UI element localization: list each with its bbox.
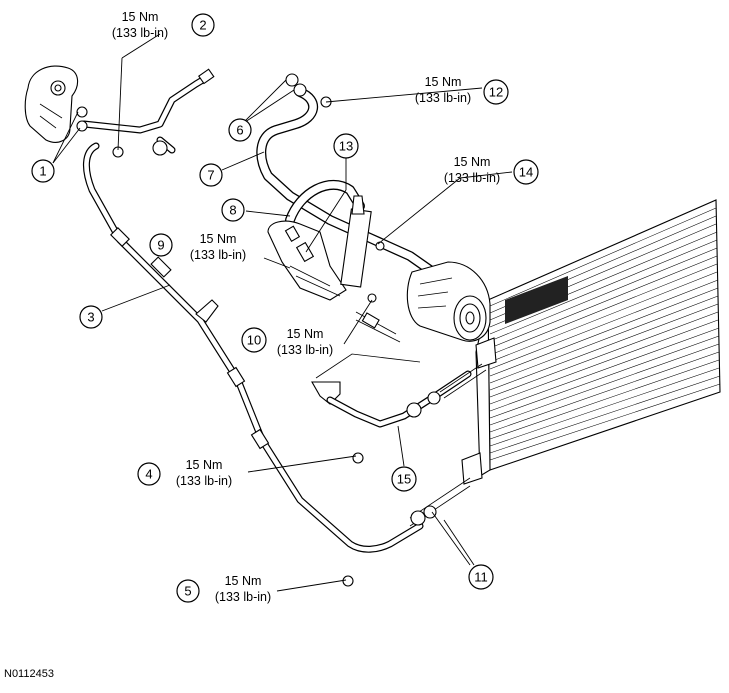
callout-11: 11	[468, 564, 494, 590]
svg-text:9: 9	[157, 238, 164, 253]
svg-text:3: 3	[87, 310, 94, 325]
callout-9: 9	[149, 233, 173, 257]
suction-hose-7	[256, 73, 435, 275]
svg-text:13: 13	[339, 139, 353, 154]
svg-text:11: 11	[474, 570, 488, 585]
torque-9-imperial: (133 lb-in)	[190, 248, 246, 262]
torque-5-imperial: (133 lb-in)	[215, 590, 271, 604]
callout-13: 13	[333, 133, 359, 159]
callout-8: 8	[221, 198, 245, 222]
callout-2: 2	[191, 13, 215, 37]
torque-spec-5: 15 Nm (133 lb-in)	[215, 574, 271, 604]
svg-text:1: 1	[39, 164, 46, 179]
svg-text:2: 2	[199, 18, 206, 33]
svg-text:7: 7	[207, 168, 214, 183]
torque-spec-14: 15 Nm (133 lb-in)	[444, 155, 500, 185]
callout-10: 10	[241, 327, 267, 353]
manifold-assembly	[267, 195, 401, 343]
bulkhead-bracket	[24, 65, 79, 143]
callout-6: 6	[228, 118, 252, 142]
condenser-fins	[489, 207, 721, 461]
svg-text:12: 12	[489, 85, 503, 100]
figure-code: N0112453	[4, 668, 54, 680]
torque-9-metric: 15 Nm	[200, 232, 237, 246]
refrigerant-tube-3	[83, 142, 424, 553]
svg-text:14: 14	[519, 165, 533, 180]
discharge-line-15	[311, 353, 487, 587]
svg-text:6: 6	[236, 123, 243, 138]
callout-1: 1	[31, 159, 55, 183]
svg-text:5: 5	[184, 584, 191, 599]
callout-12: 12	[483, 79, 509, 105]
torque-14-metric: 15 Nm	[454, 155, 491, 169]
torque-4-metric: 15 Nm	[186, 458, 223, 472]
callout-7: 7	[199, 163, 223, 187]
torque-4-imperial: (133 lb-in)	[176, 474, 232, 488]
callout-14: 14	[513, 159, 539, 185]
torque-2-imperial: (133 lb-in)	[112, 26, 168, 40]
torque-spec-2: 15 Nm (133 lb-in)	[112, 10, 168, 40]
torque-10-metric: 15 Nm	[287, 327, 324, 341]
torque-14-imperial: (133 lb-in)	[444, 171, 500, 185]
torque-spec-12: 15 Nm (133 lb-in)	[415, 75, 471, 105]
condenser	[461, 199, 721, 485]
leader-lines	[52, 33, 513, 592]
suction-line-upper	[76, 68, 215, 158]
condenser-label-patch	[505, 276, 568, 324]
callout-4: 4	[137, 462, 161, 486]
svg-text:15: 15	[397, 472, 411, 487]
svg-text:4: 4	[145, 467, 152, 482]
compressor	[406, 261, 491, 342]
torque-10-imperial: (133 lb-in)	[277, 343, 333, 357]
callout-15: 15	[391, 466, 417, 492]
torque-2-metric: 15 Nm	[122, 10, 159, 24]
callout-5: 5	[176, 579, 200, 603]
torque-spec-10: 15 Nm (133 lb-in)	[277, 327, 333, 357]
torque-12-metric: 15 Nm	[425, 75, 462, 89]
torque-spec-4: 15 Nm (133 lb-in)	[176, 458, 232, 488]
svg-text:8: 8	[229, 203, 236, 218]
svg-text:10: 10	[247, 333, 261, 348]
torque-5-metric: 15 Nm	[225, 574, 262, 588]
callout-3: 3	[79, 305, 103, 329]
torque-spec-9: 15 Nm (133 lb-in)	[190, 232, 246, 262]
torque-12-imperial: (133 lb-in)	[415, 91, 471, 105]
